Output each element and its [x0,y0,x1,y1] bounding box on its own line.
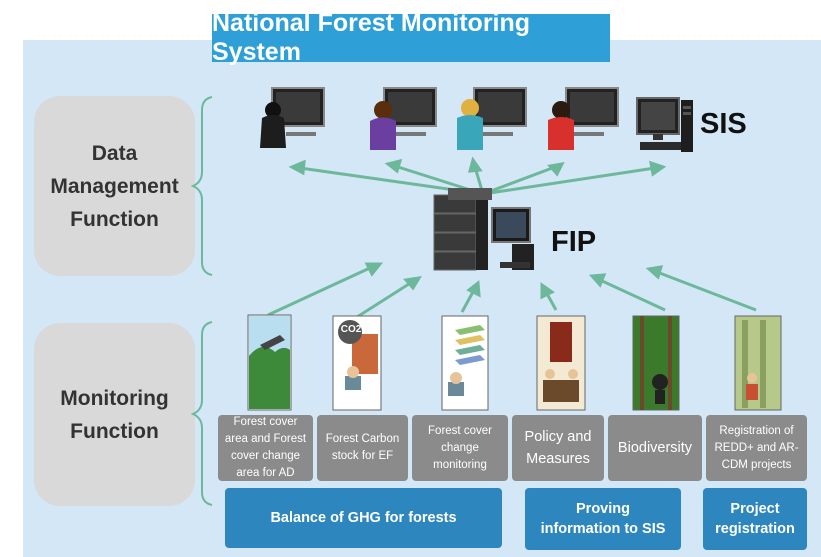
category-carbon-stock: Forest Carbon stock for EF [317,415,408,481]
sis-information-box: Proving information to SIS [525,488,681,550]
diagram-title: National Forest Monitoring System [212,9,610,66]
sis-computer-icon [636,97,693,152]
arrow-from-item-5 [599,278,666,312]
user-icon-3 [457,87,527,150]
sis-label: SIS [700,108,747,140]
ghg-balance-box: Balance of GHG for forests [225,488,502,548]
category-project-registration: Registration of REDD+ and AR-CDM project… [706,415,807,481]
category-biodiversity: Biodiversity [608,415,702,481]
thumb-policy [536,315,586,411]
co2-bubble: CO2 [340,323,362,335]
arrow-from-item-2 [356,280,413,319]
arrow-from-item-6 [656,270,757,312]
arrow-to-sis [482,166,656,196]
project-registration-box: Project registration [703,488,807,550]
user-icon-1 [260,87,325,148]
thumb-biodiversity [632,315,680,411]
thumb-forest-cover [247,314,292,411]
user-icon-4 [548,87,619,150]
category-change-monitoring: Forest cover change monitoring [412,415,508,481]
monitoring-brace [190,321,213,506]
category-forest-cover: Forest cover area and Forest cover chang… [218,415,313,481]
thumb-project-registration [734,315,782,411]
data-management-brace [190,96,213,276]
user-icon-2 [370,87,437,150]
monitoring-function-box: Monitoring Function [34,323,195,506]
arrow-from-item-1 [267,265,373,317]
fip-label: FIP [551,226,597,258]
fip-server-icon [433,188,534,271]
category-policy: Policy and Measures [512,415,604,481]
thumb-carbon-stock [332,315,382,411]
data-management-function-box: Data Management Function [34,96,195,276]
arrow-from-item-3 [460,289,476,313]
thumb-change-monitoring [441,315,489,411]
arrow-to-user-4 [482,165,556,196]
